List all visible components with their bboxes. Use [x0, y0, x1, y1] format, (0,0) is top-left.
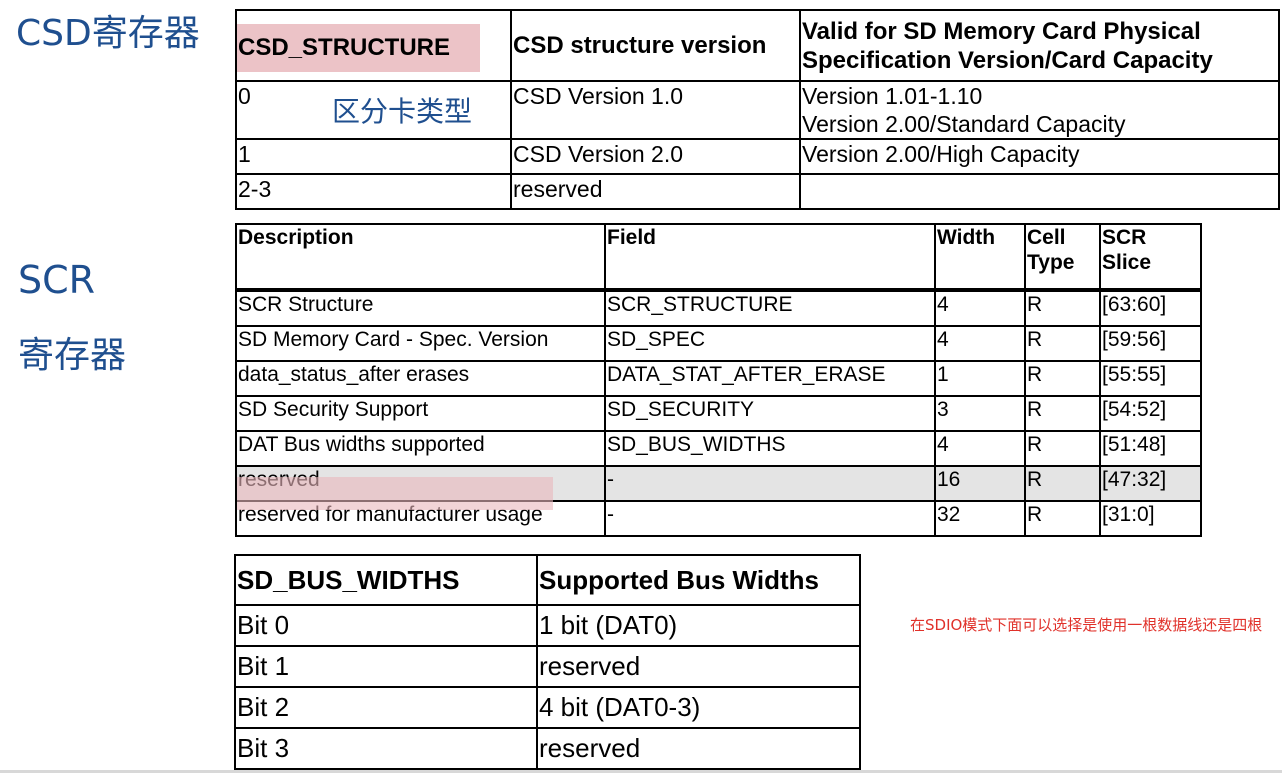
cell-line: Version 1.01-1.10 — [802, 83, 983, 109]
table-cell: 4 — [934, 430, 1026, 467]
table-cell: CSD Version 2.0 — [510, 138, 801, 175]
table-cell: [63:60] — [1099, 289, 1202, 327]
table-header-cell: SCR Slice — [1099, 223, 1202, 292]
table-cell: reserved — [536, 645, 861, 688]
table-row: Bit 0 1 bit (DAT0) — [234, 604, 861, 647]
table-row: SCR Structure SCR_STRUCTURE 4 R [63:60] — [235, 289, 1202, 327]
table-row: 0 CSD Version 1.0 Version 1.01-1.10 Vers… — [235, 80, 1280, 140]
table-row: DAT Bus widths supported SD_BUS_WIDTHS 4… — [235, 430, 1202, 467]
reserved-row-highlight — [237, 477, 553, 510]
table-cell: SD_SECURITY — [604, 395, 936, 432]
table-cell: 16 — [934, 465, 1026, 502]
table-header-row: CSD_STRUCTURE CSD structure version Vali… — [235, 9, 1280, 82]
table-cell: R — [1024, 500, 1101, 537]
table-cell: R — [1024, 430, 1101, 467]
table-cell: R — [1024, 360, 1101, 397]
table-header-cell: Field — [604, 223, 936, 292]
table-cell: [55:55] — [1099, 360, 1202, 397]
table-cell: 1 — [934, 360, 1026, 397]
table-cell: [31:0] — [1099, 500, 1202, 537]
table-cell: DATA_STAT_AFTER_ERASE — [604, 360, 936, 397]
csd-structure-table: CSD_STRUCTURE CSD structure version Vali… — [235, 9, 1280, 210]
table-cell: 1 bit (DAT0) — [536, 604, 861, 647]
table-cell: Bit 3 — [234, 727, 538, 770]
table-header-cell: Description — [235, 223, 606, 292]
table-cell: Bit 0 — [234, 604, 538, 647]
table-cell: data_status_after erases — [235, 360, 606, 397]
table-row: SD Security Support SD_SECURITY 3 R [54:… — [235, 395, 1202, 432]
table-header-row: Description Field Width Cell Type SCR Sl… — [235, 223, 1202, 292]
table-header-cell: Cell Type — [1024, 223, 1101, 292]
table-cell: SCR_STRUCTURE — [604, 289, 936, 327]
table-cell: [47:32] — [1099, 465, 1202, 502]
table-row: SD Memory Card - Spec. Version SD_SPEC 4… — [235, 325, 1202, 362]
table-cell: DAT Bus widths supported — [235, 430, 606, 467]
table-cell: [51:48] — [1099, 430, 1202, 467]
table-row: Bit 2 4 bit (DAT0-3) — [234, 686, 861, 729]
cell-line: Version 2.00/Standard Capacity — [802, 111, 1126, 137]
table-cell: R — [1024, 395, 1101, 432]
table-cell: SD Memory Card - Spec. Version — [235, 325, 606, 362]
csd-structure-header-label: CSD_STRUCTURE — [238, 34, 451, 61]
scr-register-heading: SCR — [18, 258, 96, 302]
csd-register-heading: CSD寄存器 — [16, 13, 200, 54]
table-cell: 4 bit (DAT0-3) — [536, 686, 861, 729]
table-row: 1 CSD Version 2.0 Version 2.00/High Capa… — [235, 138, 1280, 175]
table-cell: Bit 1 — [234, 645, 538, 688]
table-cell: 2-3 — [235, 173, 512, 210]
table-row: Bit 3 reserved — [234, 727, 861, 770]
table-cell: SD Security Support — [235, 395, 606, 432]
table-cell: [54:52] — [1099, 395, 1202, 432]
table-cell: reserved — [510, 173, 801, 210]
table-cell: CSD Version 1.0 — [510, 80, 801, 140]
table-cell: Bit 2 — [234, 686, 538, 729]
csd-structure-highlight — [237, 24, 480, 72]
table-row: data_status_after erases DATA_STAT_AFTER… — [235, 360, 1202, 397]
slide-bottom-divider — [0, 770, 1282, 773]
table-cell: reserved — [536, 727, 861, 770]
table-cell: - — [604, 500, 936, 537]
table-cell: SCR Structure — [235, 289, 606, 327]
scr-register-heading-line2: 寄存器 — [18, 335, 127, 376]
table-header-cell: Supported Bus Widths — [536, 554, 861, 606]
table-cell — [799, 173, 1280, 210]
table-cell: SD_BUS_WIDTHS — [604, 430, 936, 467]
table-cell: 0 — [235, 80, 512, 140]
table-cell: [59:56] — [1099, 325, 1202, 362]
table-cell: 4 — [934, 289, 1026, 327]
sdio-mode-note: 在SDIO模式下面可以选择是使用一根数据线还是四根 — [910, 616, 1263, 634]
table-row: Bit 1 reserved — [234, 645, 861, 688]
table-cell: Version 1.01-1.10 Version 2.00/Standard … — [799, 80, 1280, 140]
table-header-cell: Valid for SD Memory Card Physical Specif… — [799, 9, 1280, 82]
table-header-cell: CSD structure version — [510, 9, 801, 82]
card-type-annotation: 区分卡类型 — [332, 95, 473, 128]
table-cell: Version 2.00/High Capacity — [799, 138, 1280, 175]
table-header-cell: SD_BUS_WIDTHS — [234, 554, 538, 606]
table-row: 2-3 reserved — [235, 173, 1280, 210]
table-cell: 4 — [934, 325, 1026, 362]
table-header-row: SD_BUS_WIDTHS Supported Bus Widths — [234, 554, 861, 606]
table-cell: 3 — [934, 395, 1026, 432]
bus-widths-table: SD_BUS_WIDTHS Supported Bus Widths Bit 0… — [234, 554, 861, 770]
table-header-cell: Width — [934, 223, 1026, 292]
table-cell: 32 — [934, 500, 1026, 537]
table-cell: SD_SPEC — [604, 325, 936, 362]
table-cell: 1 — [235, 138, 512, 175]
table-cell: R — [1024, 325, 1101, 362]
table-cell: - — [604, 465, 936, 502]
table-cell: R — [1024, 465, 1101, 502]
table-cell: R — [1024, 289, 1101, 327]
scr-register-table: Description Field Width Cell Type SCR Sl… — [235, 223, 1202, 537]
